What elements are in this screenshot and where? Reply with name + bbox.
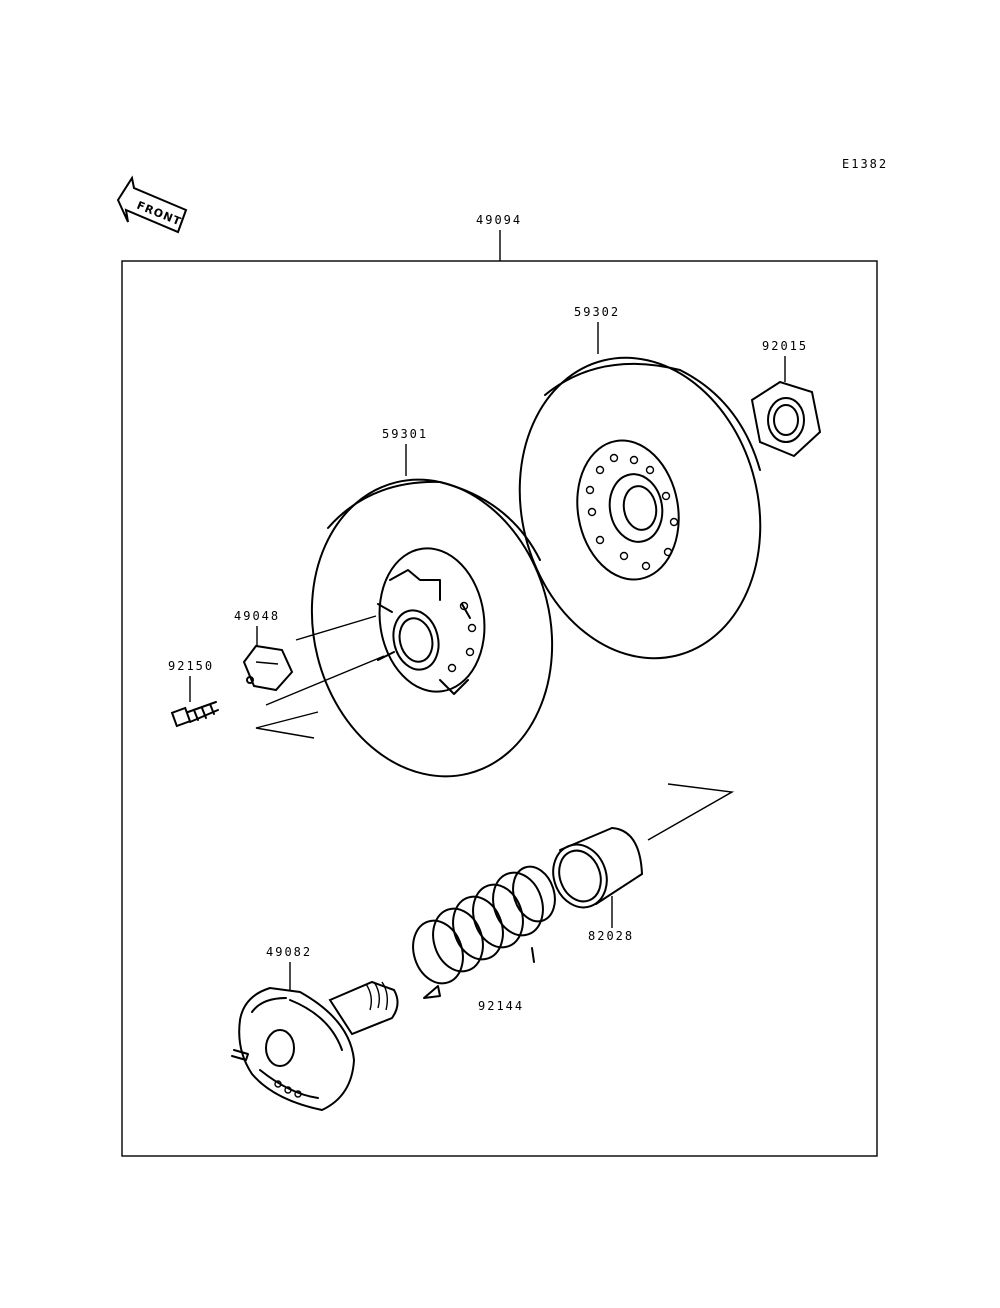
diagram-id: E1382 — [842, 157, 888, 171]
front-arrow-icon: FRONT — [116, 175, 188, 234]
part-label-59302: 59302 — [574, 305, 620, 319]
fixed-sheave-59302 — [518, 356, 762, 660]
bushing-82028 — [552, 827, 643, 909]
part-label-49048: 49048 — [234, 609, 280, 623]
guide-line-lower — [265, 655, 385, 706]
part-label-49082: 49082 — [266, 945, 312, 959]
part-label-92150: 92150 — [168, 659, 214, 673]
part-label-59301: 59301 — [382, 427, 428, 441]
guide-bracket-right — [647, 783, 735, 841]
assembly-frame — [121, 260, 878, 1157]
spring-92144 — [412, 865, 556, 999]
cam-49082 — [231, 980, 399, 1112]
guide-bracket-left — [255, 711, 319, 739]
weight-49048 — [242, 644, 294, 692]
part-label-92015: 92015 — [762, 339, 808, 353]
part-label-92144: 92144 — [478, 999, 524, 1013]
part-label-82028: 82028 — [588, 929, 634, 943]
screw-92150 — [170, 701, 219, 728]
assembly-part-label: 49094 — [476, 213, 522, 227]
nut-92015 — [750, 380, 822, 458]
movable-sheave-59301 — [310, 478, 554, 778]
guide-line-upper — [295, 615, 377, 641]
